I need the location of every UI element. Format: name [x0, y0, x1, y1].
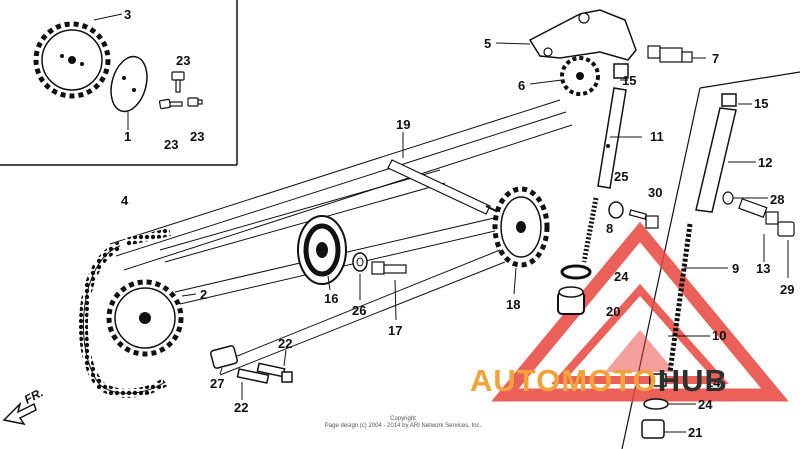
shaft-icon [387, 159, 499, 215]
callout-4: 4 [121, 193, 129, 208]
arm-bolt-icon [647, 45, 693, 63]
callout-24: 24 [698, 397, 713, 412]
spring-icon [581, 197, 599, 263]
callout-23: 23 [164, 137, 179, 152]
callout-27: 27 [210, 376, 225, 391]
callout-24: 24 [614, 269, 629, 284]
cam-sprocket-icon [33, 21, 111, 99]
callout-15: 15 [622, 73, 637, 88]
copyright-title: Copyright [390, 416, 416, 422]
callout-19: 19 [396, 117, 411, 132]
sprocket-plate-icon [110, 55, 148, 113]
callout-7: 7 [712, 51, 720, 66]
push-rod-icon [667, 223, 693, 373]
tensioner-rod-icon [597, 87, 627, 189]
callout-18: 18 [506, 297, 521, 312]
tensioner-sprocket-icon [492, 186, 550, 268]
callout-9: 9 [732, 261, 740, 276]
callout-21: 21 [688, 425, 703, 440]
copyright-note: Copyright Page design (c) 2004 - 2014 by… [318, 416, 488, 430]
plug-icon [557, 286, 585, 315]
pivot-bolt-icon [371, 261, 407, 275]
callout-28: 28 [770, 192, 785, 207]
washer-icon-2 [608, 201, 624, 219]
callout-20: 20 [606, 304, 621, 319]
callout-29: 29 [780, 282, 795, 297]
callout-13: 13 [756, 261, 771, 276]
callout-23: 23 [190, 129, 205, 144]
roller-icon [297, 215, 347, 285]
callout-8: 8 [606, 221, 614, 236]
callout-2: 2 [200, 287, 208, 302]
callout-14: 14 [706, 375, 721, 390]
callout-6: 6 [518, 78, 526, 93]
callout-17: 17 [388, 323, 403, 338]
callout-15: 15 [754, 96, 769, 111]
callout-1: 1 [124, 129, 132, 144]
callout-25: 25 [614, 169, 629, 184]
callout-16: 16 [324, 291, 339, 306]
tensioner-rod-2-icon [695, 93, 737, 213]
callout-10: 10 [712, 328, 727, 343]
crank-sprocket-icon [106, 279, 184, 357]
callout-23: 23 [176, 53, 191, 68]
watermark-text-primary: AUTOMOTO [470, 363, 658, 398]
callout-5: 5 [484, 36, 492, 51]
bolt-30-icon [628, 209, 659, 229]
tensioner-arm-icon [528, 9, 637, 61]
callout-22: 22 [278, 336, 293, 351]
watermark-logo: AUTOMOTOHUB [470, 363, 728, 399]
callout-22: 22 [234, 400, 249, 415]
washer-icon [352, 252, 368, 272]
bolt-icon [158, 71, 203, 110]
copyright-text: Page design (c) 2004 - 2014 by ARI Netwo… [324, 423, 482, 429]
callout-12: 12 [758, 155, 773, 170]
callout-26: 26 [352, 303, 367, 318]
front-arrow-icon [2, 401, 37, 426]
o-ring-icon [560, 264, 592, 280]
small-sprocket-icon [560, 56, 600, 96]
nut-icon [613, 63, 629, 79]
callout-3: 3 [124, 7, 132, 22]
collar-icon [210, 345, 293, 384]
adjuster-bolt-icon [722, 191, 795, 237]
callout-11: 11 [650, 129, 664, 144]
inset-frame [0, 0, 238, 166]
cam-chain-icon [79, 228, 171, 398]
callout-30: 30 [648, 185, 663, 200]
watermark-text-secondary: HUB [657, 363, 728, 398]
